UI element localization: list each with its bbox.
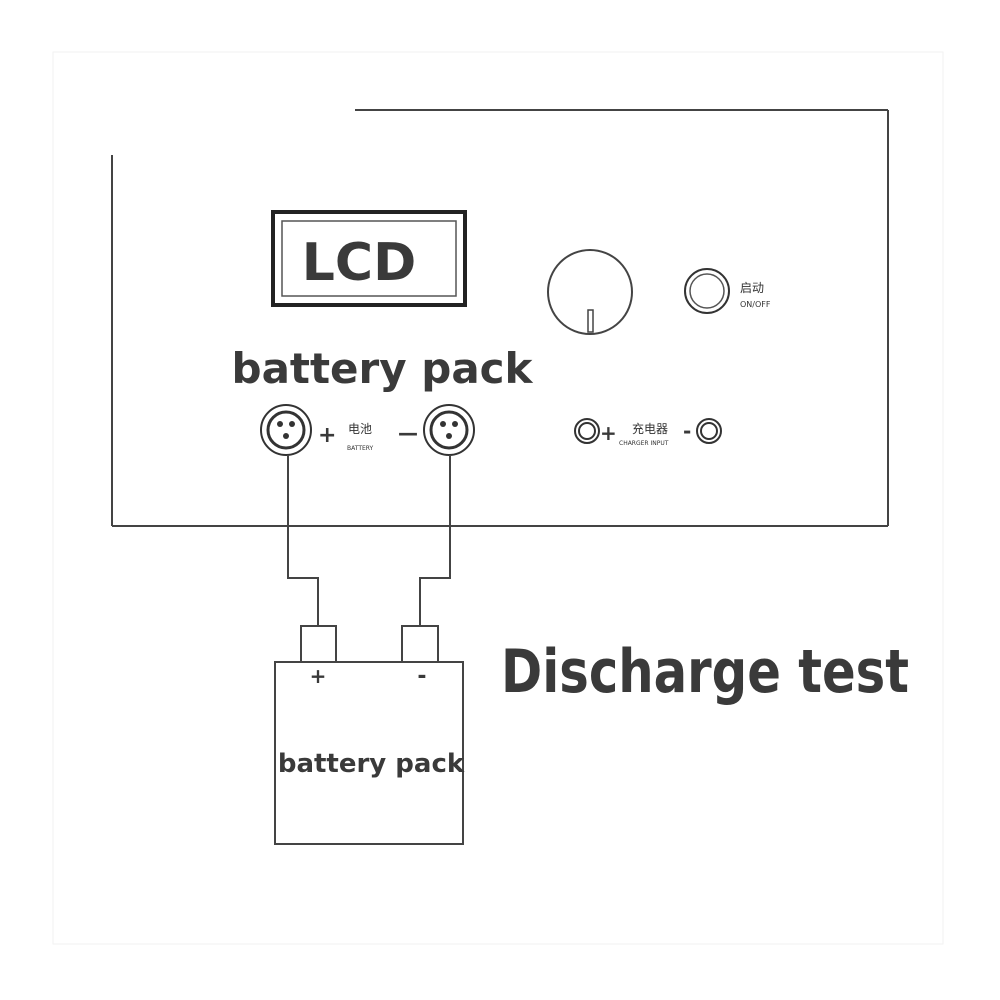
charger-plus-sign: +: [600, 421, 617, 445]
battery-positive-terminal: [300, 625, 337, 663]
charger-minus-terminal-icon[interactable]: [696, 418, 722, 444]
battery-pack-box: [274, 625, 464, 845]
lcd-label: LCD: [302, 233, 416, 293]
battery-negative-terminal: [401, 625, 439, 663]
battery-label-cn: 电池: [348, 422, 372, 436]
panel-connector-title: battery pack: [232, 344, 534, 393]
charger-label-en: CHARGER INPUT: [619, 440, 669, 447]
positive-wire: [287, 455, 319, 626]
device-panel: [111, 109, 889, 527]
battery-box-label: battery pack: [278, 749, 465, 779]
negative-wire: [419, 455, 451, 626]
battery-box-plus-sign: +: [310, 664, 327, 688]
battery-box-minus-sign: -: [417, 664, 426, 689]
charger-minus-sign: -: [683, 419, 691, 443]
knob-icon[interactable]: [547, 249, 633, 335]
charger-plus-terminal-icon[interactable]: [574, 418, 600, 444]
charger-label-cn: 充电器: [632, 421, 668, 436]
lcd-display: LCD: [271, 210, 467, 307]
battery-plus-connector-icon[interactable]: [260, 404, 312, 456]
caption: Discharge test: [501, 637, 909, 707]
on-off-label-en: ON/OFF: [740, 300, 771, 309]
battery-plus-sign: +: [318, 423, 336, 448]
on-off-button[interactable]: [684, 268, 730, 314]
battery-label-en: BATTERY: [347, 445, 374, 452]
battery-minus-sign: —: [398, 421, 418, 445]
outer-frame: [52, 51, 944, 945]
on-off-label-cn: 启动: [740, 281, 764, 295]
battery-minus-connector-icon[interactable]: [423, 404, 475, 456]
